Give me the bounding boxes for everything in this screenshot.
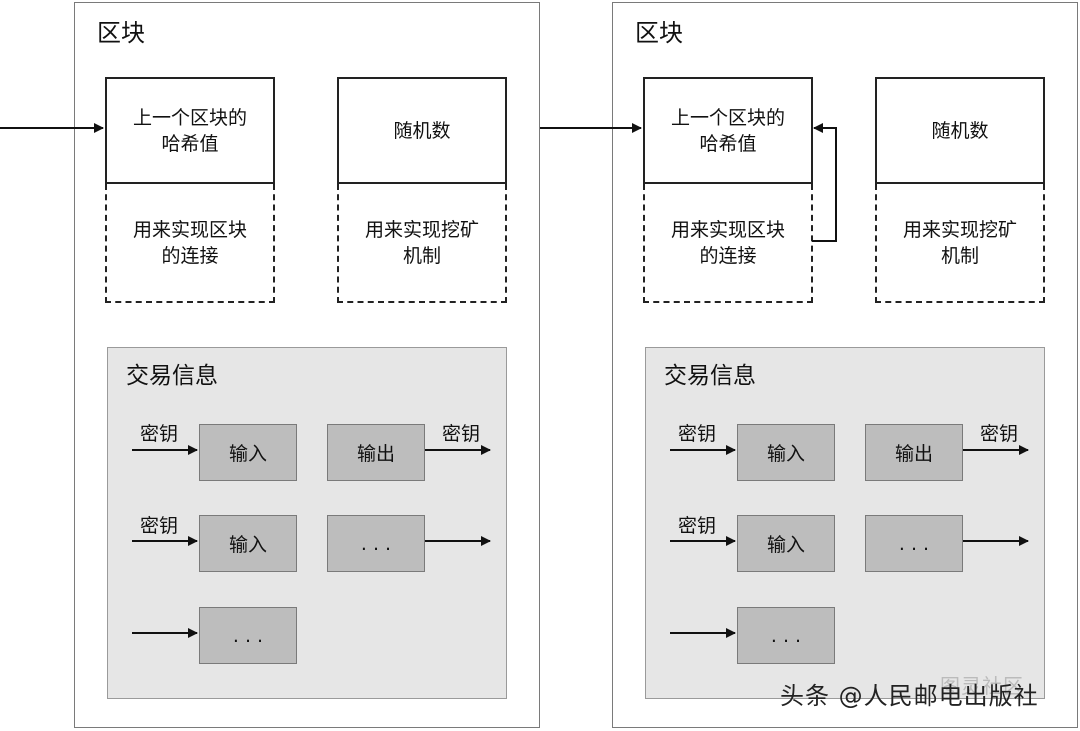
ellipsis-box: . . . xyxy=(737,607,835,664)
input-box: 输入 xyxy=(737,424,835,481)
publisher-watermark: 头条 @人民邮电出版社 xyxy=(780,682,1039,710)
block-title: 区块 xyxy=(635,19,683,47)
key-label: 密钥 xyxy=(678,423,717,445)
community-watermark: 图灵社区 xyxy=(940,674,1024,698)
key-label: 密钥 xyxy=(678,515,717,537)
input-box: 输入 xyxy=(737,515,835,572)
input-box: 输入 xyxy=(199,515,297,572)
block-2: 区块 上一个区块的 哈希值 用来实现区块 的连接 随机数 用来实现挖矿 机制 交… xyxy=(612,2,1078,728)
ellipsis-box: . . . xyxy=(199,607,297,664)
nonce-description: 用来实现挖矿 机制 xyxy=(337,184,507,303)
transaction-info: 交易信息 密钥 输入 输出 密钥 密钥 输入 . . . . . . xyxy=(107,347,507,699)
output-box: 输出 xyxy=(865,424,963,481)
transaction-info-title: 交易信息 xyxy=(126,363,218,389)
ellipsis-box: . . . xyxy=(327,515,425,572)
nonce-description: 用来实现挖矿 机制 xyxy=(875,184,1045,303)
transaction-info-title: 交易信息 xyxy=(664,363,756,389)
nonce-label: 随机数 xyxy=(875,77,1045,184)
key-label: 密钥 xyxy=(980,423,1019,445)
transaction-info: 交易信息 密钥 输入 输出 密钥 密钥 输入 . . . . . . xyxy=(645,347,1045,699)
key-label: 密钥 xyxy=(140,423,179,445)
nonce-label: 随机数 xyxy=(337,77,507,184)
prev-hash-label: 上一个区块的 哈希值 xyxy=(643,77,813,184)
prev-hash-description: 用来实现区块 的连接 xyxy=(643,184,813,303)
prev-hash-label: 上一个区块的 哈希值 xyxy=(105,77,275,184)
nonce-field: 随机数 用来实现挖矿 机制 xyxy=(337,77,507,303)
key-label: 密钥 xyxy=(140,515,179,537)
block-1: 区块 上一个区块的 哈希值 用来实现区块 的连接 随机数 用来实现挖矿 机制 交… xyxy=(74,2,540,728)
prev-hash-field: 上一个区块的 哈希值 用来实现区块 的连接 xyxy=(643,77,813,303)
prev-hash-field: 上一个区块的 哈希值 用来实现区块 的连接 xyxy=(105,77,275,303)
prev-hash-description: 用来实现区块 的连接 xyxy=(105,184,275,303)
input-box: 输入 xyxy=(199,424,297,481)
nonce-field: 随机数 用来实现挖矿 机制 xyxy=(875,77,1045,303)
block-title: 区块 xyxy=(97,19,145,47)
key-label: 密钥 xyxy=(442,423,481,445)
output-box: 输出 xyxy=(327,424,425,481)
ellipsis-box: . . . xyxy=(865,515,963,572)
